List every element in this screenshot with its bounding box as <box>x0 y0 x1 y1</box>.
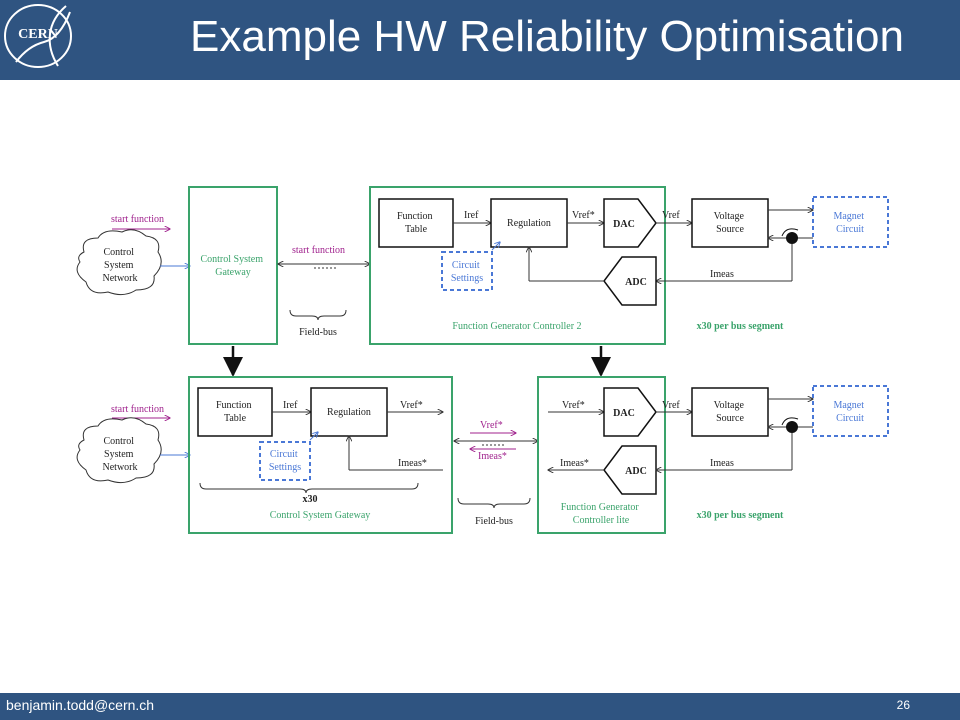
top-network-cloud <box>76 229 162 296</box>
bottom-start-function-left: start function <box>111 404 164 415</box>
top-voltage-source-line1: Voltage <box>714 211 745 222</box>
bottom-circuit-settings-box <box>259 441 311 481</box>
bottom-network-line1: Control <box>103 436 134 447</box>
bottom-x30-group: x30 <box>303 494 318 505</box>
top-adc-label: ADC <box>625 277 647 288</box>
bottom-iref: Iref <box>283 400 298 411</box>
bottom-network-line2: System <box>104 449 134 460</box>
bottom-voltage-source-line1: Voltage <box>714 400 745 411</box>
top-vref-star: Vref* <box>572 210 595 221</box>
bottom-vref: Vref <box>662 400 680 411</box>
bottom-adc-shape <box>603 445 657 495</box>
top-diagram: start function Control System Network Co… <box>76 186 889 345</box>
top-function-table-line2: Table <box>405 224 428 235</box>
top-fgc-label: Function Generator Controller 2 <box>452 321 581 332</box>
bottom-fieldbus: Field-bus <box>475 516 513 527</box>
svg-text:Control System Net: Control System Network <box>103 247 138 284</box>
bottom-adc-label: ADC <box>625 466 647 477</box>
top-gateway-box <box>188 186 278 345</box>
svg-text:Control System Net: Control System Network <box>103 436 138 473</box>
bottom-dac-shape <box>603 387 657 437</box>
top-function-table-box <box>378 198 454 248</box>
bottom-circuit-settings-line1: Circuit <box>270 449 298 460</box>
top-network-line3: Network <box>103 273 138 284</box>
top-magnet-circuit-box <box>812 196 889 248</box>
top-x30-label: x30 per bus segment <box>697 321 784 332</box>
bottom-gateway-label: Control System Gateway <box>270 510 371 521</box>
bottom-dac-label: DAC <box>613 408 635 419</box>
bottom-network-line3: Network <box>103 462 138 473</box>
top-circuit-settings-box <box>441 251 493 291</box>
top-network-line1: Control <box>103 247 134 258</box>
bottom-imeas-star: Imeas* <box>398 458 427 469</box>
bottom-fgc-label-line1: Function Generator <box>561 502 640 513</box>
top-start-function-left: start function <box>111 214 164 225</box>
bottom-regulation-label: Regulation <box>327 407 371 418</box>
top-imeas: Imeas <box>710 269 734 280</box>
svg-text:Control System Gateway: Control System Gateway <box>200 254 265 278</box>
bottom-magnet-line2: Circuit <box>836 413 864 424</box>
bottom-circuit-settings-line2: Settings <box>269 462 301 473</box>
bottom-function-table-box <box>197 387 273 437</box>
top-fieldbus: Field-bus <box>299 327 337 338</box>
top-magnet-line1: Magnet <box>833 211 864 222</box>
bottom-vref-star: Vref* <box>400 400 423 411</box>
bottom-x30-label: x30 per bus segment <box>697 510 784 521</box>
svg-text:Function Table: Function Table <box>397 211 435 235</box>
top-voltage-source-line2: Source <box>716 224 744 235</box>
bottom-voltage-source-box <box>691 387 769 437</box>
bottom-imeas: Imeas <box>710 458 734 469</box>
svg-text:Voltage Source: Voltage Source <box>714 211 747 235</box>
top-circuit-settings-line2: Settings <box>451 273 483 284</box>
top-dac-shape <box>603 198 657 248</box>
bottom-function-table-line1: Function <box>216 400 252 411</box>
cern-logo: CERN <box>4 4 72 68</box>
top-adc-shape <box>603 256 657 306</box>
top-magnet-line2: Circuit <box>836 224 864 235</box>
top-iref: Iref <box>464 210 479 221</box>
svg-text:Function Generator Contr: Function Generator Controller lite <box>561 502 642 526</box>
top-regulation-label: Regulation <box>507 218 551 229</box>
footer-bar: benjamin.todd@cern.ch 26 <box>0 693 960 720</box>
top-voltage-source-box <box>691 198 769 248</box>
bottom-current-sensor-icon <box>786 421 798 433</box>
top-current-sensor-icon <box>786 232 798 244</box>
bottom-bus-vref: Vref* <box>480 420 503 431</box>
bottom-fgc-lite-box <box>537 376 666 534</box>
footer-email: benjamin.todd@cern.ch <box>6 697 155 713</box>
svg-text:Magnet Circuit: Magnet Circuit <box>833 211 866 235</box>
svg-text:Circuit Settings: Circuit Settings <box>269 449 301 473</box>
bottom-magnet-circuit-box <box>812 385 889 437</box>
top-function-table-line1: Function <box>397 211 433 222</box>
top-gateway-line2: Gateway <box>215 267 251 278</box>
top-vref: Vref <box>662 210 680 221</box>
bottom-fgc-imeas-star: Imeas* <box>560 458 589 469</box>
bottom-fgc-vref-star: Vref* <box>562 400 585 411</box>
svg-text:Magnet Circuit: Magnet Circuit <box>833 400 866 424</box>
svg-text:Circuit Settings: Circuit Settings <box>451 260 483 284</box>
title-bar: CERN Example HW Reliability Optimisation <box>0 0 960 80</box>
top-start-function-bus: start function <box>292 245 345 256</box>
top-fgc-box <box>369 186 666 345</box>
bottom-diagram: start function Control System Network Fu… <box>76 376 889 534</box>
top-network-line2: System <box>104 260 134 271</box>
bottom-bus-imeas: Imeas* <box>478 451 507 462</box>
bottom-function-table-line2: Table <box>224 413 247 424</box>
top-gateway-line1: Control System <box>200 254 263 265</box>
logo-text: CERN <box>18 27 58 42</box>
svg-text:Function Table: Function Table <box>216 400 254 424</box>
bottom-gateway-box <box>188 376 453 534</box>
slide-title: Example HW Reliability Optimisation <box>190 12 904 61</box>
top-circuit-settings-line1: Circuit <box>452 260 480 271</box>
bottom-fgc-label-line2: Controller lite <box>573 515 630 526</box>
bottom-network-cloud <box>76 417 162 484</box>
bottom-voltage-source-line2: Source <box>716 413 744 424</box>
top-dac-label: DAC <box>613 219 635 230</box>
bottom-magnet-line1: Magnet <box>833 400 864 411</box>
page-number: 26 <box>896 698 910 712</box>
svg-text:Voltage Source: Voltage Source <box>714 400 747 424</box>
